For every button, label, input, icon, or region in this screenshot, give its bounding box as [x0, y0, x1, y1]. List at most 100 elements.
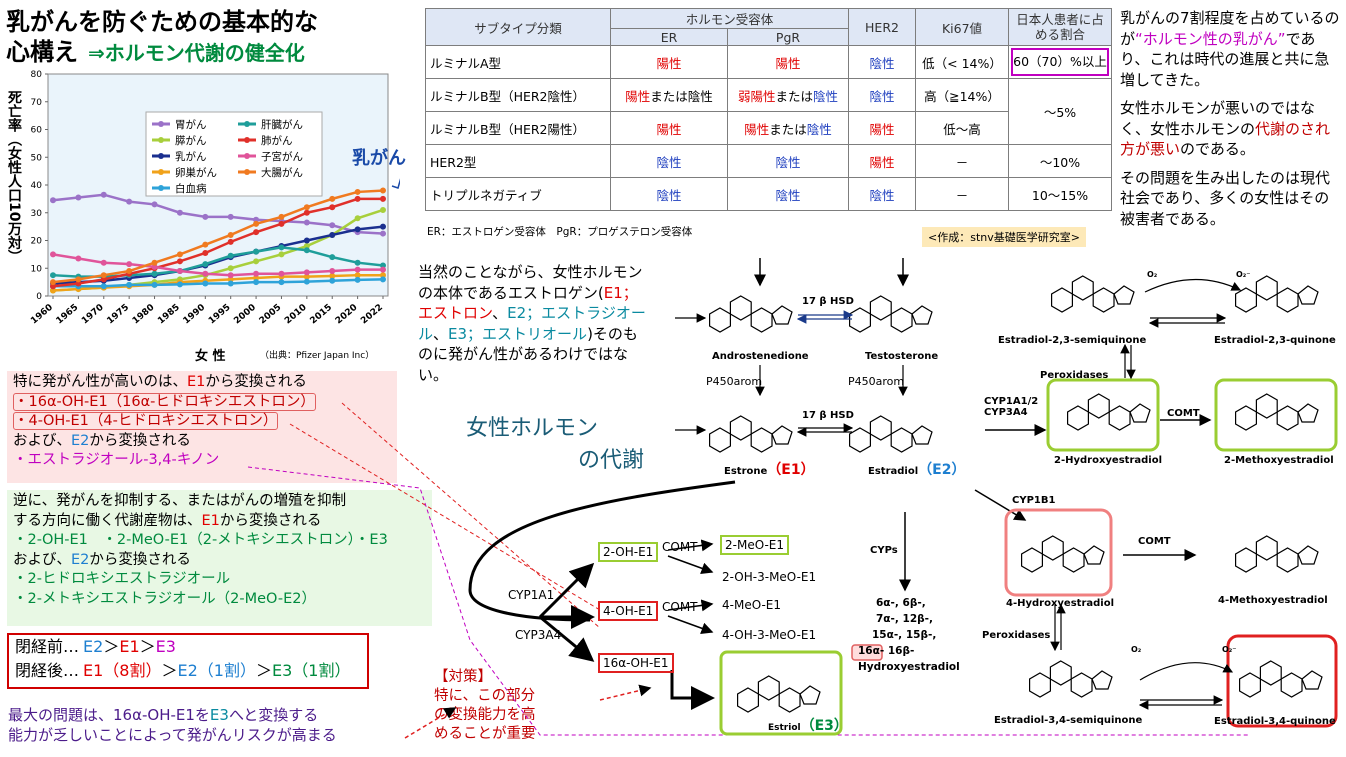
post-e2: E2（1割）	[177, 661, 256, 680]
series-point	[227, 238, 234, 245]
pink-l3: ・4-OH-E1（4-ヒドロキシエストロン）	[13, 412, 279, 430]
pgr-positive: 陽性	[744, 121, 770, 137]
series-point	[176, 209, 183, 216]
row-name: ルミナルA型	[425, 45, 611, 79]
series-line	[52, 197, 383, 288]
series-point	[50, 251, 56, 258]
series-point	[227, 265, 234, 272]
meo2e1-box: 2-MeO-E1	[720, 535, 790, 555]
metabolism-title: 女性ホルモン の代謝	[466, 410, 644, 474]
green-line5: ・2-ヒドロキシエストラジオール	[13, 571, 231, 587]
green-l2b: E1	[201, 512, 220, 529]
series-point	[151, 281, 158, 288]
green-l4a: および、	[13, 551, 71, 568]
commentary-p3: その問題を生み出したのは現代社会であり、多くの女性はその被害者である。	[1120, 168, 1331, 228]
header-subtype: サブタイプ分類	[425, 8, 611, 46]
cell-er: 陽性または陰性	[610, 78, 728, 112]
series-point	[380, 266, 386, 273]
x-tick-label: 2000	[232, 303, 258, 327]
cyp1b1-label: CYP1B1	[1012, 495, 1056, 506]
series-point	[227, 252, 234, 259]
y-tick-label: 40	[31, 181, 43, 191]
legend-marker	[158, 121, 164, 127]
hsd-label-1: 17 β HSD	[802, 296, 854, 307]
series-point	[253, 270, 260, 277]
arom-label-2: P450arom	[848, 375, 905, 388]
series-point	[100, 283, 107, 290]
x-tick-label: 2005	[258, 303, 284, 327]
series-point	[380, 206, 386, 213]
problem-l1a: 最大の問題は、16α-OH-E1を	[8, 706, 210, 724]
series-point	[253, 258, 260, 265]
table-row: ルミナルB型（HER2陰性） 陽性または陰性 弱陽性または陰性 陰性 高（≧14…	[425, 78, 1112, 145]
y-tick-label: 60	[31, 126, 43, 136]
menopause-box: 閉経前…E2＞E1＞E3 閉経後…E1（8割）＞E2（1割）＞E3（1割）	[7, 633, 369, 689]
legend-marker	[158, 137, 164, 143]
header-er: ER	[610, 28, 728, 46]
legend-label: 卵巣がん	[175, 166, 217, 179]
hydroxy-16b: 16β-	[887, 645, 915, 657]
pgr-or: または	[769, 121, 807, 137]
carcinogenic-metabolites-panel: 特に発がん性が高いのは、E1から変換される ・16α-OH-E1（16α-ヒドロ…	[7, 371, 397, 483]
cyp1a12-text: CYP1A1/2	[984, 396, 1039, 407]
y-axis-label: 死亡率（女性人口10万対）	[6, 90, 22, 264]
pgr-negative: 陰性	[806, 121, 832, 137]
protective-metabolites-panel: 逆に、発がんを抑制する、またはがんの増殖を抑制 する方向に働く代謝産物は、E1か…	[7, 490, 432, 626]
series-point	[329, 231, 336, 238]
cell-er: 陽性	[610, 45, 728, 79]
series-point	[202, 261, 209, 268]
series-point	[151, 201, 158, 208]
series-point	[380, 187, 386, 194]
cyp1a1-label: CYP1A1	[508, 588, 555, 602]
x-axis-label: 女 性	[195, 349, 226, 364]
cell-pgr: 陽性または陰性	[727, 111, 849, 145]
series-point	[303, 278, 310, 285]
series-line	[52, 225, 384, 285]
counter-l1: 【対策】	[434, 669, 492, 685]
series-point	[253, 220, 260, 227]
series-point	[50, 197, 56, 204]
cell-pgr: 陽性	[727, 45, 849, 79]
series-point	[50, 279, 56, 286]
series-point	[278, 270, 285, 277]
hydroxy-l5: Hydroxyestradiol	[858, 661, 960, 673]
credit-label: <作成：stnv基礎医学研究室>	[922, 227, 1086, 247]
table-row: ルミナルB型（HER2陽性） 陽性 陽性または陰性 陽性 低～高	[425, 111, 1112, 145]
cell-ki67: －	[915, 144, 1009, 178]
quin23-label: Estradiol-2,3-quinone	[1214, 335, 1336, 346]
cell-ki67: －	[915, 177, 1009, 211]
intro-b: )そのものに発がん性があるわけではない。	[418, 324, 638, 384]
legend-marker	[158, 153, 164, 159]
series-point	[380, 230, 386, 237]
pre-label: 閉経前…	[15, 637, 80, 656]
commentary-p2: 女性ホルモンが悪いのではなく、女性ホルモンの代謝のされ方が悪いのである。	[1120, 98, 1342, 160]
p1-a: 乳がんの7割程度を占めているのが	[1120, 9, 1340, 48]
intro-e3: E3；エストリオール	[448, 324, 588, 343]
header-her2: HER2	[848, 8, 916, 46]
estradiol-name: Estradiol	[868, 466, 919, 477]
p2-bad-metabolism: 代謝のされ方が悪い	[1120, 119, 1331, 159]
pink-l1a: 特に発がん性が高いのは、	[13, 374, 187, 390]
legend-marker	[244, 137, 250, 143]
annotation-arrow	[391, 178, 400, 189]
comt-label-3: COMT	[1167, 408, 1200, 419]
right-commentary: 乳がんの7割程度を占めているのが“ホルモン性の乳がん”であり、これは時代の進展と…	[1120, 8, 1342, 229]
problem-l1c: へと変換する	[228, 706, 319, 724]
series-point	[303, 209, 310, 216]
series-point	[303, 219, 310, 226]
testosterone-label: Testosterone	[865, 351, 939, 362]
ratio-highlight: 60（70）%以上	[1011, 48, 1109, 76]
quin34-label: Estradiol-3,4-quinone	[1214, 716, 1336, 727]
series-point	[176, 251, 183, 258]
arom-label-1: P450arom	[706, 375, 763, 388]
cell-her2: 陽性	[848, 144, 916, 178]
series-point	[380, 262, 386, 269]
x-tick-label: 1985	[156, 303, 182, 327]
post-e3: E3（1割）	[272, 661, 351, 680]
hydroxy-l4: 16α- 16β-	[858, 643, 968, 659]
series-point	[303, 269, 310, 276]
biggest-problem: 最大の問題は、16α-OH-E1をE3へと変換する 能力が乏しいことによって発が…	[8, 705, 337, 745]
oh2e1-box: 2-OH-E1	[598, 542, 659, 562]
